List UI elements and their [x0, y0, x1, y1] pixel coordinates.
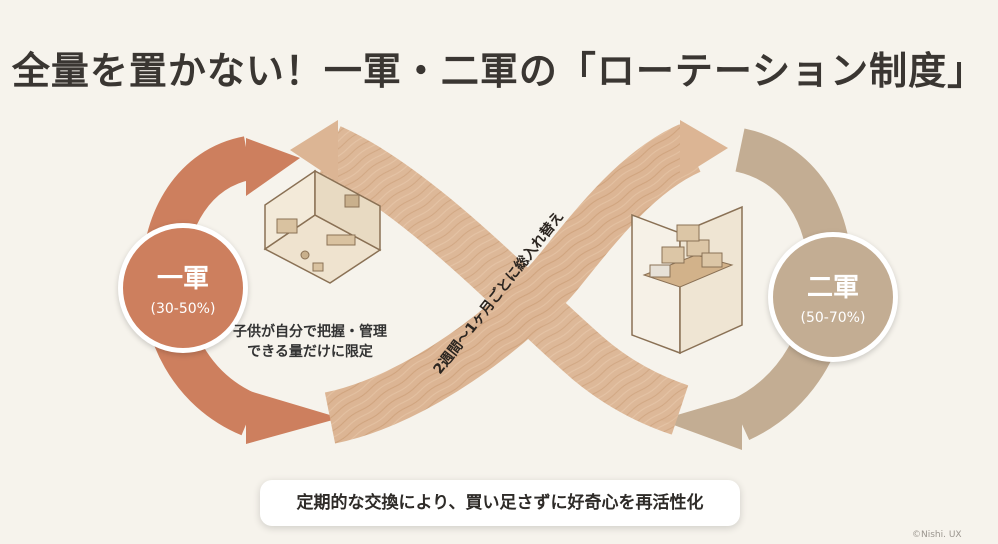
- footer-message: 定期的な交換により、買い足さずに好奇心を再活性化: [260, 480, 740, 526]
- first-team-name: 一軍: [156, 264, 209, 294]
- second-team-name: 二軍: [806, 273, 859, 303]
- rotation-arrowhead-left: [290, 120, 338, 182]
- playroom-illustration: [263, 169, 382, 284]
- copyright: ©Nishi. UX: [912, 530, 962, 540]
- rotation-band-up: [324, 124, 702, 444]
- first-team-percent: (30-50%): [150, 301, 216, 317]
- first-team-note-line: 子供が自分で把握・管理: [233, 324, 387, 340]
- first-team-badge: 一軍 (30-50%): [118, 223, 248, 353]
- second-team-percent: (50-70%): [800, 310, 866, 326]
- rotation-band-down: [318, 126, 689, 435]
- second-team-badge: 二軍 (50-70%): [768, 232, 898, 362]
- page-title: 全量を置かない！一軍・二軍の「ローテーション制度」: [11, 49, 987, 93]
- first-team-note: 子供が自分で把握・管理 できる量だけに限定: [215, 322, 405, 362]
- first-team-note-line: できる量だけに限定: [247, 344, 373, 360]
- storage-closet-illustration: [631, 205, 743, 355]
- first-team-arrowhead: [246, 138, 300, 196]
- second-team-arrowhead: [660, 396, 742, 450]
- rotation-arrowhead-right: [680, 120, 728, 178]
- first-team-arrowhead-bottom: [246, 390, 340, 444]
